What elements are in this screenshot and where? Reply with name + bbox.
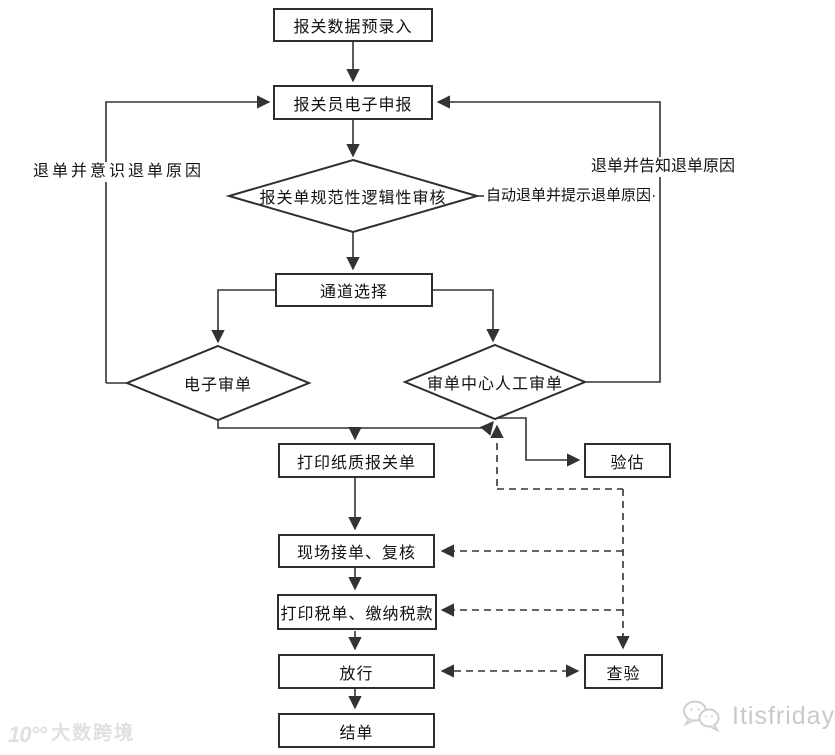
node-print-declaration: 打印纸质报关单 <box>278 443 435 478</box>
watermark-account: Itisfriday <box>682 699 835 733</box>
node-logic-check-label: 报关单规范性逻辑性审核 <box>259 190 447 207</box>
account-name: Itisfriday <box>732 701 835 730</box>
edge-label-auto-return: 自动退单并提示退单原因 <box>484 186 654 206</box>
node-manual-review-label: 审单中心人工审单 <box>426 376 563 393</box>
diamond-e-review-shape <box>124 344 312 422</box>
edge-label-right-return: 退单并告知退单原因 <box>589 157 738 177</box>
node-pay-tax: 打印税单、缴纳税款 <box>277 594 437 630</box>
edge-label-left-return: 退单并意识退单原因 <box>31 162 207 182</box>
wechat-chat-bubbles-icon <box>682 699 724 733</box>
node-inspection: 查验 <box>584 654 663 689</box>
node-channel-select: 通道选择 <box>275 273 433 307</box>
node-onsite-check: 现场接单、复核 <box>278 534 435 568</box>
node-valuation: 验估 <box>584 443 671 478</box>
brand-name: 大数跨境 <box>51 723 136 744</box>
node-e-review-label: 电子审单 <box>183 377 252 394</box>
diamond-logic-check-shape <box>225 158 481 234</box>
node-closing: 结单 <box>278 713 435 748</box>
brand-logo-icon: 10°° <box>8 722 47 747</box>
node-pre-entry: 报关数据预录入 <box>273 8 433 42</box>
diamond-manual-review-shape <box>402 343 588 421</box>
watermark-brand: 10°° 大数跨境 <box>8 722 135 746</box>
node-release: 放行 <box>278 654 435 689</box>
node-electronic-declare: 报关员电子申报 <box>273 85 433 120</box>
